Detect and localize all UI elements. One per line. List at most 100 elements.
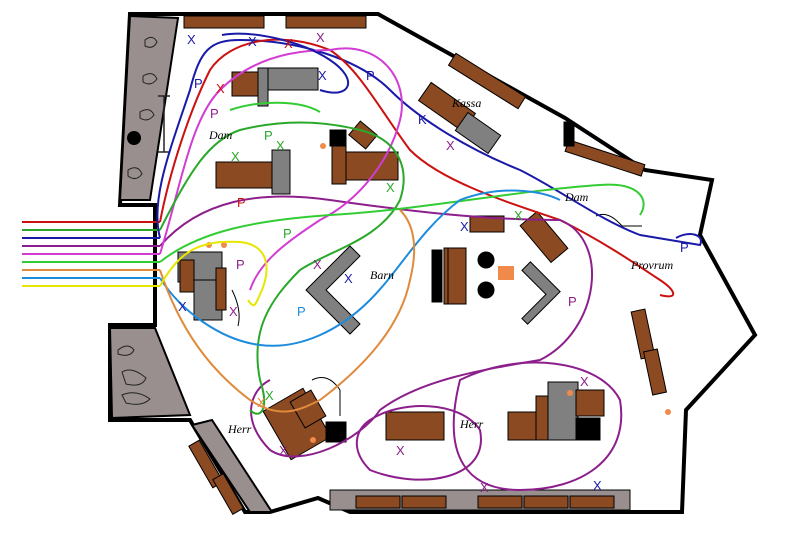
shelf-small-center	[469, 215, 505, 233]
black-wall-post	[563, 121, 575, 147]
path-marker-x: X	[480, 480, 489, 495]
shelf-left-brown-1	[179, 259, 195, 293]
kassa-counter-2	[454, 111, 502, 155]
path-marker-p: P	[283, 226, 292, 241]
path-marker-k: K	[418, 112, 427, 127]
path-marker-x: X	[279, 443, 288, 458]
shelf-center-top-b	[331, 145, 347, 185]
bottom-left-shelf-2	[212, 472, 244, 516]
entry-lines	[22, 221, 160, 287]
barn-shelf-black	[431, 249, 443, 303]
wall-decorations	[117, 36, 170, 405]
shelf-mid-left	[215, 161, 275, 189]
path-lgreen-top	[229, 101, 321, 113]
bottom-shelf-4	[523, 495, 569, 509]
path-marker-x: X	[316, 30, 325, 45]
path-marker-x: X	[231, 149, 240, 164]
path-marker-x: X	[187, 32, 196, 47]
bottom-shelf-2	[401, 495, 447, 509]
label-dam-right: Dam	[564, 190, 589, 204]
customer-paths	[156, 32, 702, 492]
path-marker-x: X	[284, 36, 293, 51]
path-marker-x: X	[318, 68, 327, 83]
path-cyan	[159, 189, 561, 347]
label-herr-right: Herr	[459, 417, 484, 431]
path-marker-p: P	[680, 240, 689, 255]
shelf-left-brown-2	[215, 267, 227, 311]
left-wall-strip-bottom	[108, 327, 192, 420]
path-marker-p: P	[210, 106, 219, 121]
label-dam-left: Dam	[208, 128, 233, 142]
path-marker-p: P	[297, 304, 306, 319]
path-marker-x: X	[248, 34, 257, 49]
path-marker-x: X	[593, 478, 602, 493]
path-marker-x: X	[460, 219, 469, 234]
herr-table-center	[385, 411, 445, 441]
herr-shelf-left-b	[289, 389, 327, 429]
path-marker-x: X	[580, 374, 589, 389]
path-blue-loop-top	[221, 32, 350, 94]
bottom-shelf-5	[569, 495, 615, 509]
top-wall-shelf-right	[285, 15, 367, 29]
shelf-center-top	[329, 129, 347, 147]
shelf-mid-left-gray	[271, 149, 291, 195]
path-green	[159, 121, 405, 415]
path-purple-loop	[452, 361, 623, 492]
path-red	[159, 38, 675, 298]
label-provrum: Provrum	[630, 258, 674, 272]
top-wall-shelf-left	[183, 15, 265, 29]
path-marker-x: X	[514, 208, 523, 223]
corner-shelf-right	[521, 261, 561, 325]
path-marker-x: X	[276, 138, 285, 153]
barn-shelf-divider	[443, 247, 449, 305]
herr-shelf-right-1	[507, 411, 539, 441]
path-marker-x: X	[446, 138, 455, 153]
bottom-shelf-3	[477, 495, 523, 509]
herr-black-box	[325, 421, 347, 443]
path-orange	[159, 209, 416, 413]
corner-shelf-barn	[305, 245, 361, 335]
wall-shelf-top-right	[447, 52, 527, 110]
barn-shelf-brown	[447, 247, 467, 305]
path-marker-x: X	[178, 299, 187, 314]
shelf-top-1-gray	[261, 67, 319, 91]
herr-shelf-right-gray	[547, 381, 579, 441]
herr-shelf-right-3	[575, 389, 605, 417]
label-herr-left: Herr	[227, 422, 252, 436]
path-marker-p: P	[568, 294, 577, 309]
wall-round-object	[127, 131, 141, 145]
label-kassa: Kassa	[451, 96, 481, 110]
bottom-shelf-1	[355, 495, 401, 509]
path-marker-x: X	[229, 304, 238, 319]
path-marker-x: X	[386, 180, 395, 195]
path-marker-x: X	[313, 257, 322, 272]
path-marker-p: P	[236, 257, 245, 272]
path-purple	[159, 195, 593, 458]
barn-round-table-2	[477, 281, 495, 299]
fixtures	[177, 15, 668, 516]
path-yellow	[159, 240, 268, 307]
left-wall-strip-top	[118, 14, 180, 201]
path-marker-p: P	[237, 195, 246, 210]
herr-black-right	[575, 417, 601, 441]
barn-round-table-1	[477, 251, 495, 269]
path-marker-x: X	[257, 395, 266, 410]
path-marker-x: X	[396, 443, 405, 458]
path-marker-x: X	[216, 81, 225, 96]
shelf-top-1-divider	[257, 67, 269, 107]
right-wall-shelf-2	[642, 348, 668, 396]
path-marker-x: X	[344, 271, 353, 286]
bottom-left-wall-strip	[190, 418, 274, 513]
path-lgreen	[159, 183, 645, 263]
barn-orange-box	[498, 266, 514, 280]
path-marker-p: P	[194, 76, 203, 91]
path-marker-p: P	[264, 128, 273, 143]
path-marker-x: X	[265, 388, 274, 403]
path-magenta	[159, 47, 403, 291]
path-marker-p: P	[366, 68, 375, 83]
path-blue	[156, 38, 702, 247]
path-purple-bottom	[355, 405, 482, 481]
